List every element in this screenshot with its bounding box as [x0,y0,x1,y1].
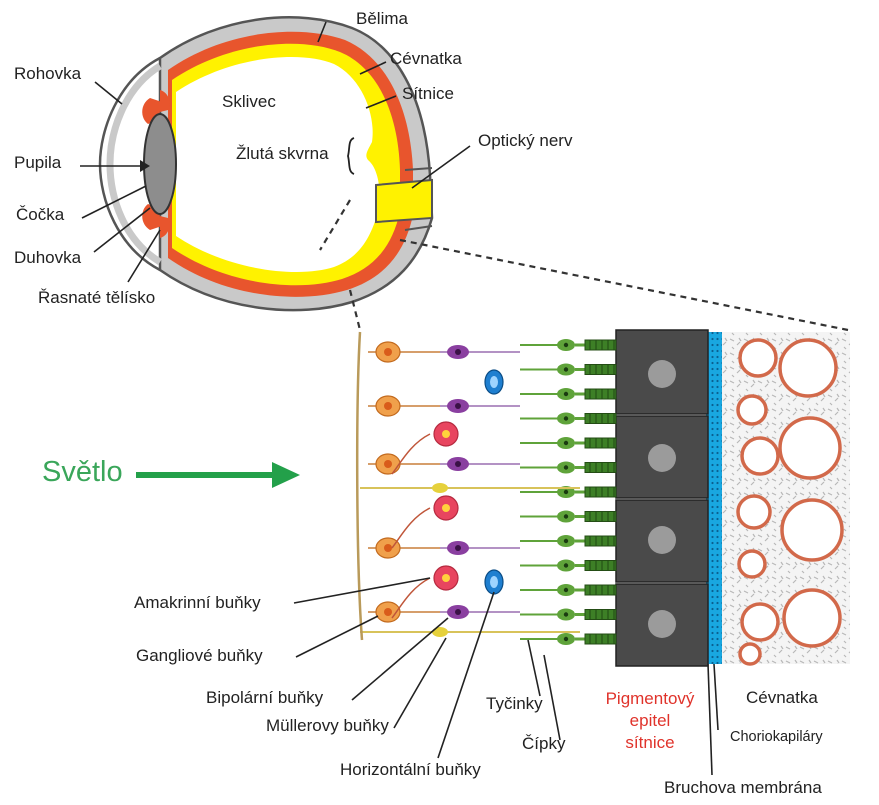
label-amacrine: Amakrinní buňky [134,593,261,613]
rpe-cells [616,330,708,666]
label-rods: Tyčinky [486,694,543,714]
label-cones: Čípky [522,734,565,754]
bipolar-cell [440,605,520,619]
label-cornea: Rohovka [14,64,81,84]
label-light: Světlo [42,456,123,489]
label-lens: Čočka [16,205,64,225]
cone-cell [520,584,616,596]
bipolar-cell [440,457,520,471]
label-rpe-line1: Pigmentový [594,688,706,710]
rod-cell [520,388,616,400]
amacrine-cell [392,496,458,548]
ganglion-cell [368,602,440,622]
bipolar-cell [440,399,520,413]
lens [144,114,176,214]
label-sclera: Bělima [356,9,408,29]
light-arrow [136,462,300,488]
ganglion-cell [368,538,440,558]
label-bruch-membrane: Bruchova membrána [664,778,822,798]
label-choroid-detail: Cévnatka [746,688,818,708]
label-rpe-line3: sítnice [594,732,706,754]
horizontal-cell [485,570,503,594]
bipolar-cell [440,345,520,359]
optic-nerve [376,180,432,222]
label-ciliary-body: Řasnaté tělísko [38,288,155,308]
neuron-layer [360,342,580,637]
label-vitreous: Sklivec [222,92,276,112]
rod-cell [520,339,616,351]
horizontal-cell [485,370,503,394]
rod-cell [520,462,616,474]
ganglion-cell [368,396,440,416]
label-rpe-line2: epitel [594,710,706,732]
cone-cell [520,364,616,376]
rod-cell [520,560,616,572]
label-bipolar: Bipolární buňky [206,688,323,708]
label-choriocapillaries: Choriokapiláry [730,727,823,747]
cone-cell [520,437,616,449]
label-fovea: Žlutá skvrna [236,144,329,164]
photoreceptor-layer [520,339,616,645]
cone-cell [520,511,616,523]
label-pupil: Pupila [14,153,61,173]
rod-cell [520,633,616,645]
muller-cell [360,627,580,637]
label-choroid: Cévnatka [390,49,462,69]
label-iris: Duhovka [14,248,81,268]
label-optic-nerve: Optický nerv [478,131,572,151]
muller-fiber [357,332,362,640]
rod-cell [520,413,616,425]
label-ganglion: Gangliové buňky [136,646,263,666]
rod-cell [520,535,616,547]
ganglion-cell [368,342,440,362]
label-muller: Müllerovy buňky [266,716,389,736]
label-horizontal: Horizontální buňky [340,760,481,780]
bipolar-cell [440,541,520,555]
label-rpe: Pigmentový epitel sítnice [594,688,706,754]
rod-cell [520,609,616,621]
label-retina: Sítnice [402,84,454,104]
